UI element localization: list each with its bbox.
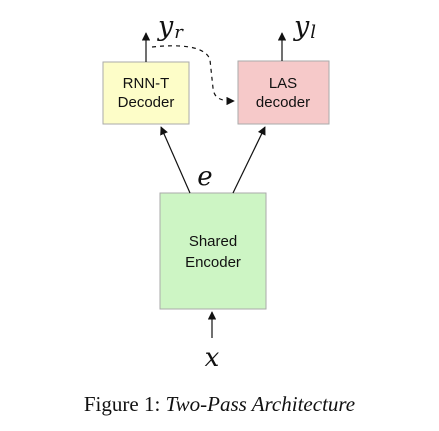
caption-prefix: Figure 1: — [83, 392, 166, 416]
caption-title: Two-Pass Architecture — [165, 392, 356, 416]
rnnt-output-subscript: r — [174, 22, 184, 43]
encoder-to-las-arrow — [232, 126, 266, 194]
input-label: x — [205, 343, 220, 373]
rnnt-output-label: yr — [157, 11, 184, 43]
rnnt-decoder-label-line1: RNN-T — [123, 75, 170, 92]
shared-encoder-box — [159, 192, 267, 310]
las-decoder-box — [237, 60, 330, 125]
shared-encoder-node: Shared Encoder — [159, 192, 267, 310]
rnnt-decoder-box — [102, 61, 190, 125]
encoder-to-rnnt-arrow — [160, 126, 191, 194]
rnnt-output-base: y — [157, 11, 174, 42]
las-output-subscript: l — [310, 22, 316, 43]
las-decoder-label-line2: decoder — [256, 94, 310, 111]
las-output-base: y — [293, 11, 310, 42]
rnnt-to-las-dashed-arrow — [151, 45, 235, 106]
rnnt-decoder-node: RNN-T Decoder — [102, 61, 190, 125]
las-decoder-node: LAS decoder — [237, 60, 330, 125]
rnnt-decoder-label-line2: Decoder — [118, 94, 175, 111]
figure-caption: Figure 1: Two-Pass Architecture — [0, 392, 439, 417]
las-decoder-label-line1: LAS — [269, 75, 297, 92]
shared-encoder-label-line1: Shared — [189, 233, 237, 250]
las-output-label: yl — [293, 11, 316, 43]
embedding-label: e — [197, 162, 212, 192]
shared-encoder-label-line2: Encoder — [185, 254, 241, 271]
